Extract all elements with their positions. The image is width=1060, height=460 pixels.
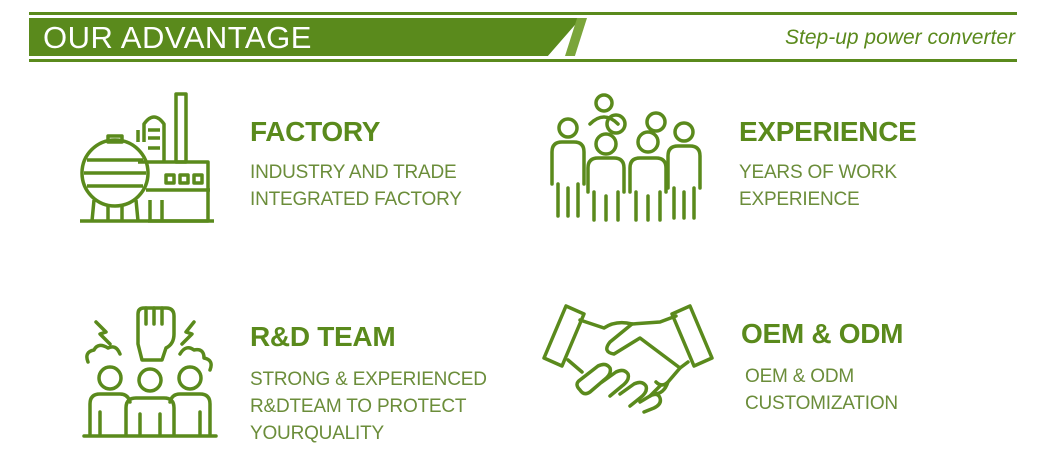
- advantage-description: STRONG & EXPERIENCED R&DTEAM TO PROTECT …: [250, 366, 487, 447]
- page-title: OUR ADVANTAGE: [43, 20, 312, 55]
- advantage-description: YEARS OF WORK EXPERIENCE: [739, 159, 897, 213]
- page-subtitle: Step-up power converter: [785, 26, 1015, 49]
- people-group-icon: [544, 92, 708, 224]
- description-line: R&DTEAM TO PROTECT: [250, 396, 467, 417]
- advantage-description: OEM & ODM CUSTOMIZATION: [745, 363, 898, 417]
- description-line: INTEGRATED FACTORY: [250, 189, 462, 210]
- advantage-title: OEM & ODM: [741, 318, 904, 349]
- factory-icon: [78, 90, 218, 226]
- team-fist-icon: [82, 304, 218, 438]
- advantage-title: EXPERIENCE: [739, 116, 917, 147]
- handshake-icon: [540, 302, 716, 414]
- description-line: STRONG & EXPERIENCED: [250, 369, 487, 390]
- advantage-title: FACTORY: [250, 116, 381, 147]
- description-line: OEM & ODM: [745, 366, 855, 387]
- banner-top-rule: [29, 12, 1017, 15]
- description-line: EXPERIENCE: [739, 189, 860, 210]
- header-banner: OUR ADVANTAGE Step-up power converter: [29, 12, 1017, 64]
- banner-bottom-rule: [29, 59, 1017, 62]
- description-line: INDUSTRY AND TRADE: [250, 162, 457, 183]
- description-line: CUSTOMIZATION: [745, 393, 898, 414]
- banner-title-background: [29, 18, 581, 56]
- advantage-description: INDUSTRY AND TRADE INTEGRATED FACTORY: [250, 159, 462, 213]
- description-line: YOURQUALITY: [250, 423, 384, 444]
- advantage-title: R&D TEAM: [250, 321, 396, 352]
- description-line: YEARS OF WORK: [739, 162, 897, 183]
